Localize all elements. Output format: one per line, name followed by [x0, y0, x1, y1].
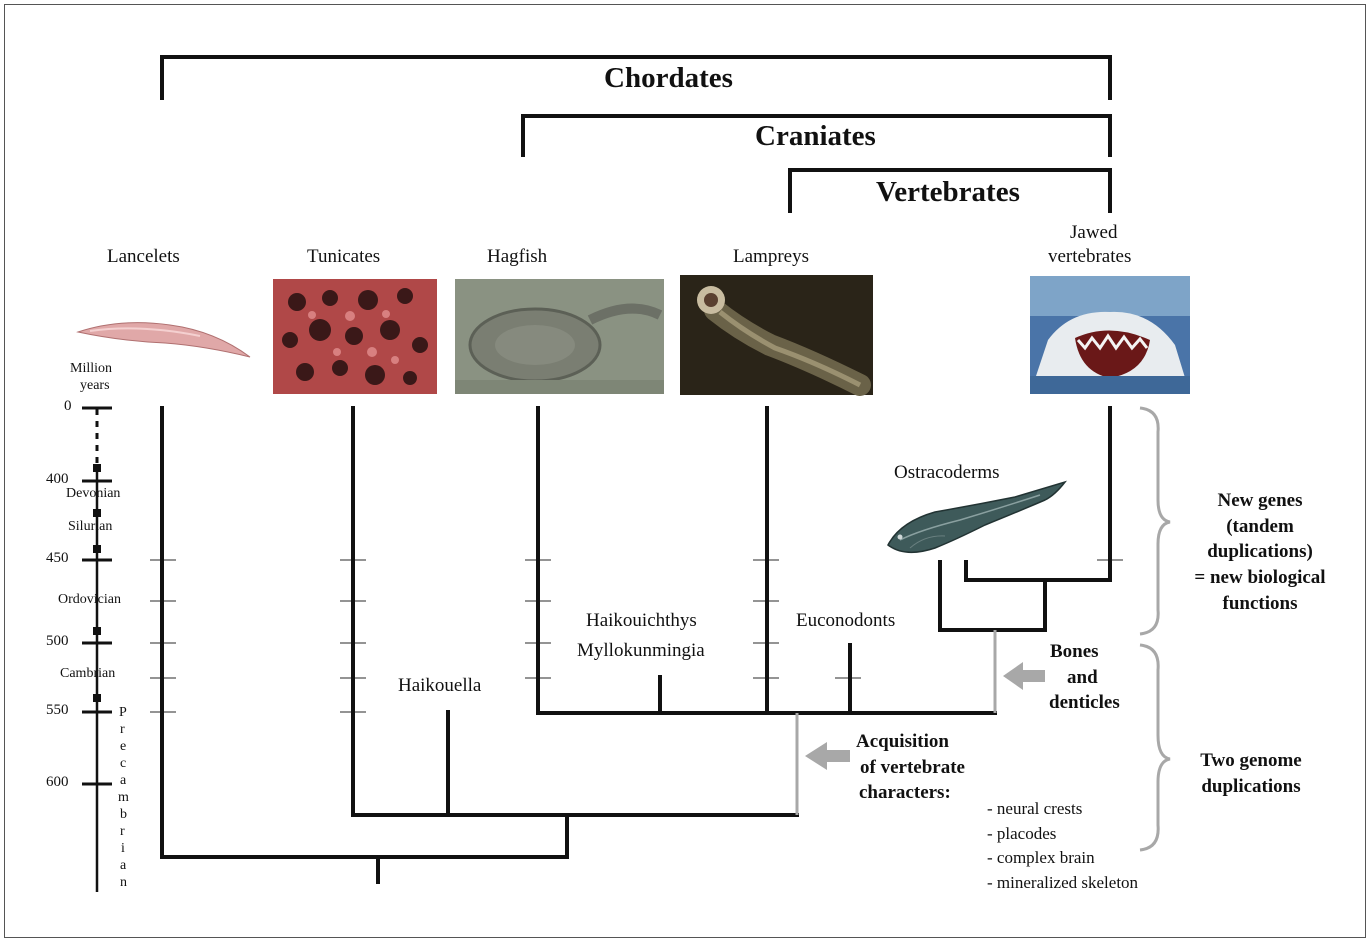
acquisition-line: Acquisition [856, 729, 965, 755]
left-arrow-icon [805, 742, 850, 770]
boundary-marker [93, 509, 101, 517]
time-unit-label-line1: Million [70, 361, 112, 377]
ostracoderm-icon [888, 482, 1065, 552]
boundary-marker [93, 545, 101, 553]
lamprey-photo [680, 275, 873, 395]
haikouichthys-label: Haikouichthys [586, 610, 697, 632]
boundary-marker [93, 694, 101, 702]
boundary-marker [93, 464, 101, 472]
new-genes-line: (tandem [1175, 514, 1345, 540]
tick-label-550: 550 [46, 702, 69, 719]
list-item: - complex brain [987, 846, 1138, 871]
tick-label-500: 500 [46, 633, 69, 650]
and-line: and [1049, 665, 1120, 691]
new-genes-line: New genes [1175, 488, 1345, 514]
list-item: - placodes [987, 822, 1138, 847]
precambrian-letter: m [118, 790, 129, 806]
tunicate-photo [273, 279, 437, 394]
two-genome-brace [1140, 645, 1170, 850]
jawed-vertebrates-label-line1: Jawed [1070, 222, 1117, 244]
haikouella-label: Haikouella [398, 675, 481, 697]
boundary-marker [93, 627, 101, 635]
timescale-axis [82, 408, 112, 892]
new-genes-brace [1140, 408, 1170, 634]
craniates-label: Craniates [755, 120, 876, 153]
new-genes-line: duplications) [1175, 539, 1345, 565]
chordates-label: Chordates [604, 62, 733, 95]
two-genome-line: duplications [1176, 774, 1326, 800]
time-gridlines [150, 560, 1123, 712]
precambrian-letter: b [120, 807, 127, 823]
period-cambrian: Cambrian [60, 666, 115, 682]
precambrian-letter: a [120, 773, 126, 789]
time-unit-label-line2: years [80, 378, 110, 394]
period-devonian: Devonian [66, 486, 120, 502]
characters-line: characters: [856, 780, 965, 806]
tick-label-600: 600 [46, 774, 69, 791]
bones-line: Bones [1049, 639, 1120, 665]
lancelet-icon [78, 323, 250, 357]
lampreys-label: Lampreys [733, 246, 809, 268]
jawed-vertebrates-label-line2: vertebrates [1048, 246, 1131, 268]
shark-photo [1030, 276, 1190, 394]
vertebrate-characters-list: - neural crests - placodes - complex bra… [987, 797, 1138, 896]
precambrian-letter: i [121, 841, 125, 857]
vertebrates-label: Vertebrates [876, 176, 1020, 209]
new-genes-label: New genes (tandem duplications) = new bi… [1175, 488, 1345, 616]
tick-label-450: 450 [46, 550, 69, 567]
precambrian-letter: P [119, 705, 127, 721]
two-genome-line: Two genome [1176, 748, 1326, 774]
list-item: - neural crests [987, 797, 1138, 822]
tick-label-0: 0 [64, 398, 72, 415]
two-genome-label: Two genome duplications [1176, 748, 1326, 799]
precambrian-letter: e [120, 739, 126, 755]
period-silurian: Silurian [68, 519, 112, 535]
new-genes-line: functions [1175, 591, 1345, 617]
myllokunmingia-label: Myllokunmingia [577, 640, 705, 662]
tunicates-label: Tunicates [307, 246, 380, 268]
precambrian-letter: c [120, 756, 126, 772]
precambrian-letter: r [120, 824, 125, 840]
precambrian-letter: r [120, 722, 125, 738]
precambrian-letter: n [120, 875, 127, 891]
period-ordovician: Ordovician [58, 592, 121, 608]
lancelets-label: Lancelets [107, 246, 180, 268]
euconodonts-label: Euconodonts [796, 610, 895, 632]
hagfish-photo [455, 279, 664, 394]
hagfish-label: Hagfish [487, 246, 547, 268]
precambrian-letter: a [120, 858, 126, 874]
new-genes-line: = new biological [1175, 565, 1345, 591]
acquisition-label: Acquisition of vertebrate characters: [856, 729, 965, 806]
bones-denticles-label: Bones and denticles [1049, 639, 1120, 716]
list-item: - mineralized skeleton [987, 871, 1138, 896]
denticles-line: denticles [1049, 690, 1120, 716]
left-arrow-icon [1003, 662, 1045, 690]
ostracoderms-label: Ostracoderms [894, 462, 1000, 484]
of-vertebrate-line: of vertebrate [856, 755, 965, 781]
